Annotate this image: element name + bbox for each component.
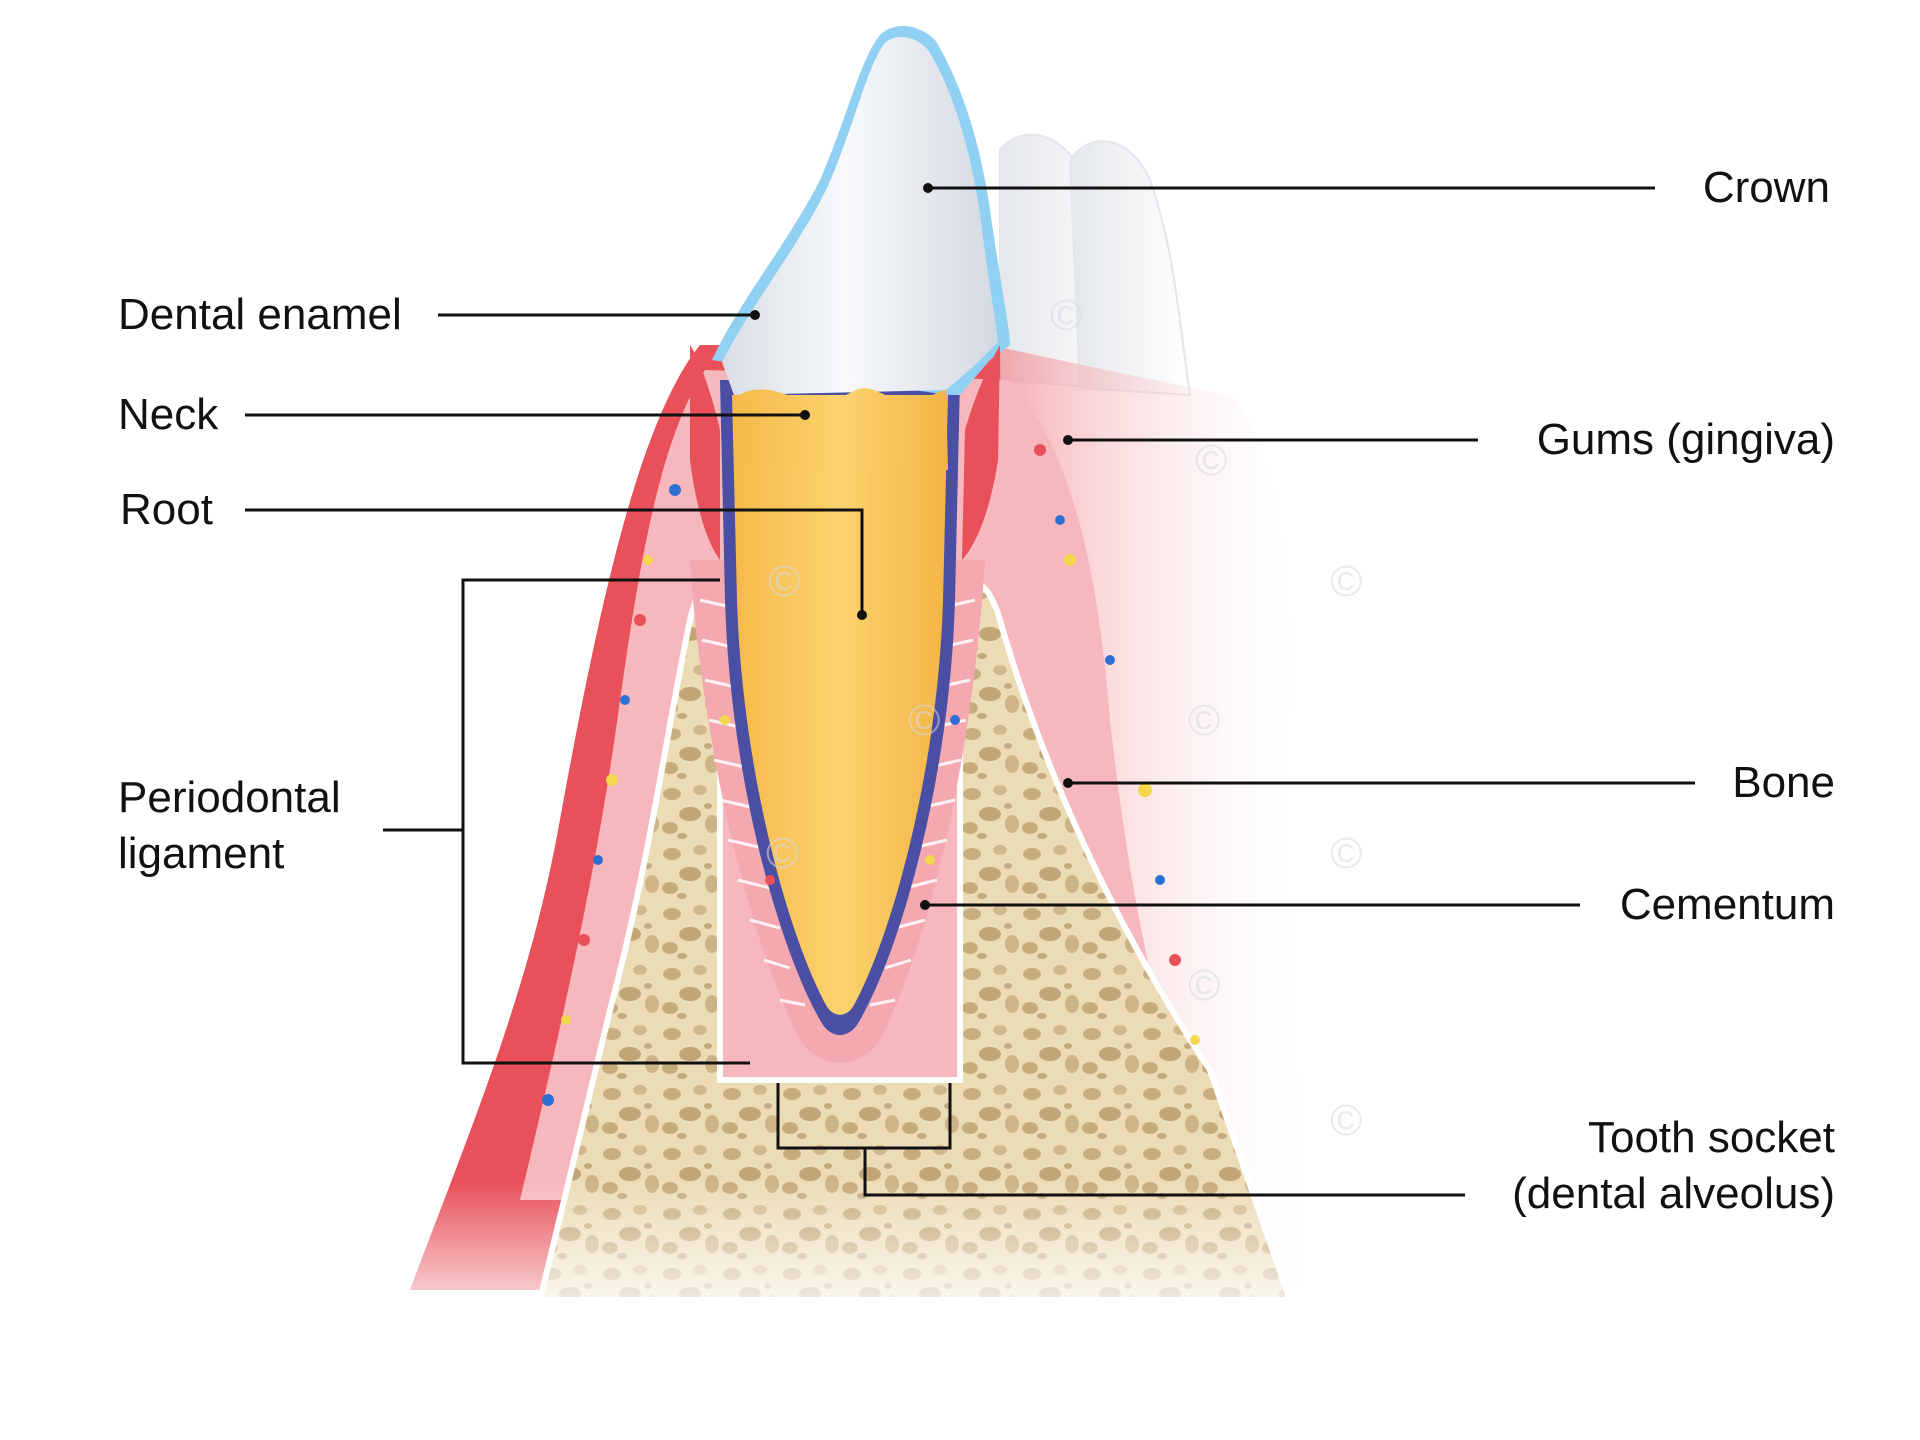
label-tooth-socket: Tooth socket (dental alveolus)	[1460, 1110, 1835, 1222]
label-crown: Crown	[1702, 163, 1830, 212]
gum-margin	[690, 345, 1000, 560]
label-gums: Gums (gingiva)	[1536, 415, 1835, 464]
blood-vessels	[542, 444, 1200, 1106]
leader-lines	[245, 186, 1695, 1197]
watermark: ©	[1330, 829, 1362, 878]
leader-endpoints	[750, 183, 1073, 910]
watermark: ©	[908, 696, 940, 745]
watermark: ©	[1330, 1096, 1362, 1145]
label-periodontal-ligament-line1: Periodontal	[118, 773, 341, 822]
label-periodontal-ligament-line2: ligament	[118, 829, 285, 878]
label-root: Root	[120, 485, 213, 534]
watermark: ©	[1195, 436, 1227, 485]
label-tooth-socket-line2: (dental alveolus)	[1512, 1169, 1835, 1218]
watermark: ©	[1188, 961, 1220, 1010]
label-tooth-socket-line1: Tooth socket	[1587, 1113, 1835, 1162]
label-periodontal-ligament: Periodontal ligament	[118, 770, 341, 882]
bottom-fade	[380, 1180, 1380, 1340]
leader-root	[245, 508, 864, 615]
leader-tooth-socket	[863, 1148, 1465, 1197]
bracket-periodontal-ligament	[461, 578, 750, 1065]
watermark: ©	[1330, 557, 1362, 606]
tooth-root	[720, 380, 960, 1035]
watermark: ©	[766, 829, 798, 878]
watermark: ©	[1188, 696, 1220, 745]
label-dental-enamel: Dental enamel	[118, 290, 402, 339]
label-bone: Bone	[1732, 758, 1835, 807]
label-cementum: Cementum	[1619, 880, 1835, 929]
adjacent-teeth	[999, 133, 1192, 397]
tooth-crown	[712, 25, 1010, 470]
watermark: ©	[1050, 291, 1082, 340]
copyright-watermarks: © © © © © © © © © ©	[766, 291, 1362, 1145]
watermark: ©	[768, 557, 800, 606]
label-neck: Neck	[118, 390, 219, 439]
